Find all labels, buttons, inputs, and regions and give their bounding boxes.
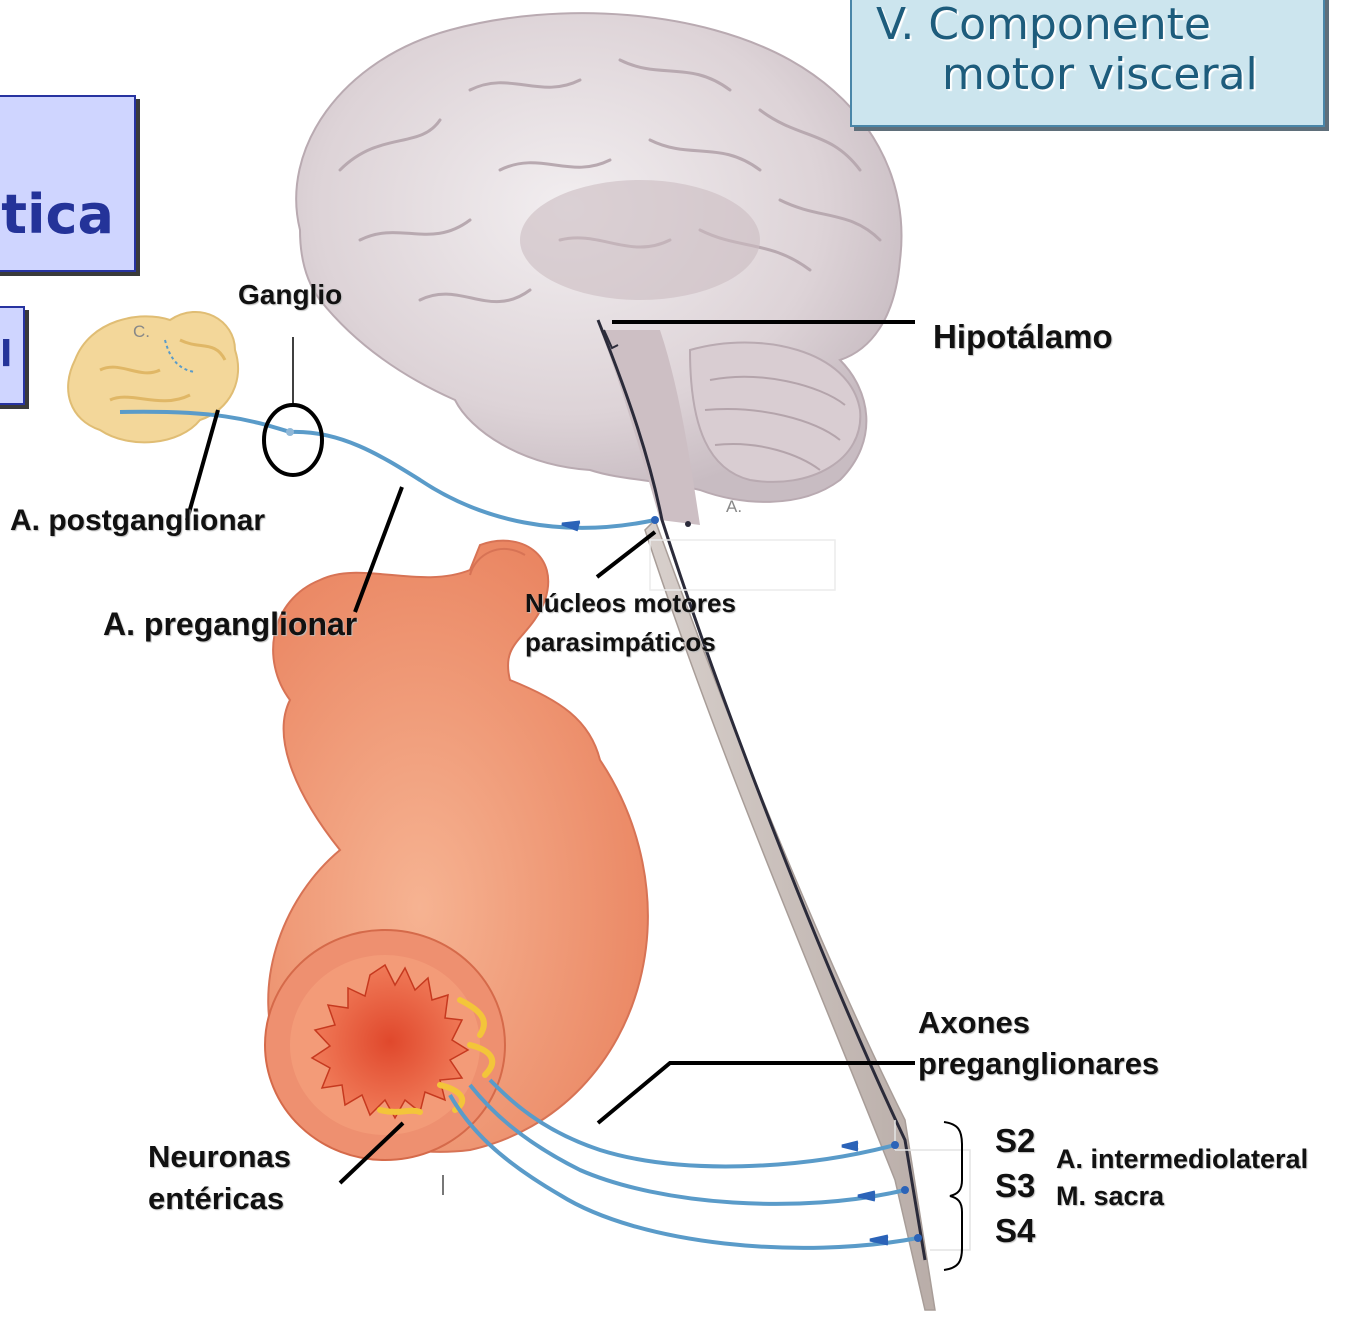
figure-letter-c: C.: [133, 322, 150, 342]
label-hipotalamo: Hipotálamo: [933, 318, 1113, 357]
label-s2: S2: [995, 1122, 1035, 1161]
ganglion-circle: [264, 405, 322, 475]
title-line-2: motor visceral: [942, 50, 1258, 99]
brain-illustration: [296, 13, 901, 525]
title-box: V. Componente motor visceral: [850, 0, 1325, 127]
label-sacra: M. sacra: [1056, 1181, 1164, 1213]
left-small-box: l: [0, 306, 25, 405]
label-neuronas-2: entéricas: [148, 1181, 284, 1218]
label-nucleos-2: parasimpáticos: [525, 627, 716, 658]
left-small-text: l: [0, 334, 12, 375]
label-nucleos-1: Núcleos motores: [525, 588, 736, 619]
label-axones-1: Axones: [918, 1005, 1030, 1042]
left-title-box: tica: [0, 95, 136, 272]
label-neuronas-1: Neuronas: [148, 1139, 291, 1176]
label-preganglionar: A. preganglionar: [103, 606, 357, 644]
left-title-text: tica: [1, 183, 114, 246]
title-line-1: V. Componente: [876, 0, 1211, 49]
label-intermediolateral: A. intermediolateral: [1056, 1144, 1308, 1176]
label-postganglionar: A. postganglionar: [10, 503, 265, 538]
label-s4: S4: [995, 1212, 1035, 1251]
label-axones-2: preganglionares: [918, 1046, 1159, 1083]
figure-letter-a: A.: [726, 497, 742, 517]
label-s3: S3: [995, 1167, 1035, 1206]
label-ganglio: Ganglio: [238, 278, 342, 311]
